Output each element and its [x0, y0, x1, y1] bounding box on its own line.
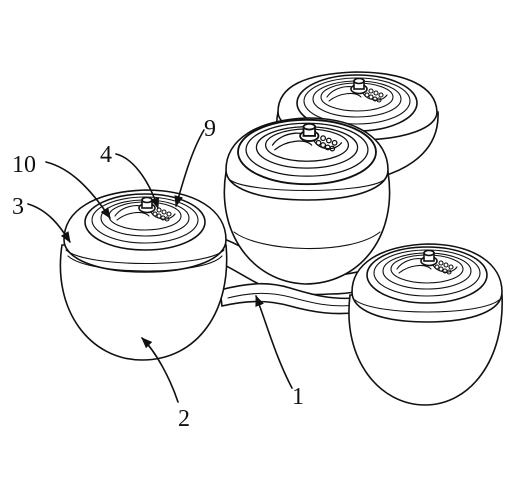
label-3: 3	[12, 194, 24, 220]
pod-front-right	[348, 243, 503, 406]
leader-1	[255, 294, 293, 389]
pod-front-left	[59, 189, 228, 361]
pod-center	[223, 117, 391, 285]
leader-9	[174, 129, 205, 208]
label-10: 10	[12, 152, 36, 178]
leader-3	[27, 203, 71, 243]
label-4: 4	[100, 142, 112, 168]
leader-10	[45, 161, 111, 219]
label-2: 2	[178, 406, 190, 432]
leader-lines	[27, 129, 293, 403]
leader-4	[115, 153, 160, 210]
leader-2	[141, 337, 179, 403]
label-9: 9	[204, 116, 216, 142]
label-1: 1	[292, 384, 304, 410]
